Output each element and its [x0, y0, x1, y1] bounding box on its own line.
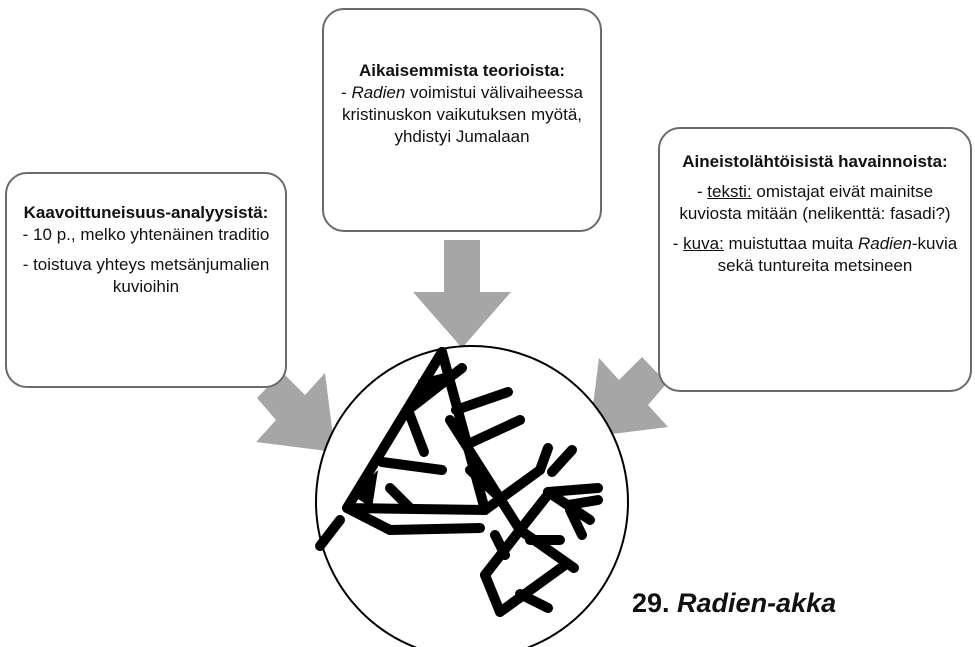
radien-akka-drawing	[315, 347, 603, 617]
theories-rest: voimistui välivaiheessa kristinuskon vai…	[342, 83, 583, 146]
obs2-label: kuva:	[683, 234, 724, 253]
obs1-text: omistajat eivät mainitse kuviosta mitään…	[679, 182, 951, 223]
observations-item-2: - kuva: muistuttaa muita Radien-kuvia se…	[670, 233, 960, 277]
theories-heading: Aikaisemmista teorioista:	[359, 61, 565, 80]
theories-italic: Radien	[351, 83, 406, 102]
analysis-line-1: - 10 p., melko yhtenäinen traditio	[22, 225, 270, 244]
figure-caption: 29. Radien-akka	[632, 588, 836, 619]
theories-text: - Radien voimistui välivaiheessa kristin…	[334, 82, 590, 148]
observations-box: Aineistolähtöisistä havainnoista: - teks…	[658, 127, 972, 392]
caption-number: 29.	[632, 588, 678, 618]
caption-title: Radien-akka	[677, 588, 837, 618]
theories-box: Aikaisemmista teorioista: - Radien voimi…	[322, 8, 602, 232]
obs1-label: teksti:	[707, 182, 752, 201]
arrow-right-down	[256, 372, 335, 452]
obs2-italic: Radien	[857, 234, 912, 253]
analysis-heading: Kaavoittuneisuus-analyysistä:	[23, 203, 269, 222]
obs2-prefix: -	[672, 234, 684, 253]
observations-item-1: - teksti: omistajat eivät mainitse kuvio…	[670, 181, 960, 225]
arrow-left-down	[589, 357, 668, 437]
analysis-line-2: - toistuva yhteys metsänjumalien kuvioih…	[22, 255, 270, 296]
observations-heading: Aineistolähtöisistä havainnoista:	[682, 152, 948, 171]
arrow-down	[413, 240, 511, 348]
obs1-prefix: -	[696, 182, 708, 201]
obs2-text2: -kuvia sekä tuntureita metsineen	[717, 234, 958, 275]
analysis-box: Kaavoittuneisuus-analyysistä: - 10 p., m…	[5, 172, 287, 388]
obs2-text: muistuttaa muita	[723, 234, 858, 253]
theories-prefix: -	[341, 83, 352, 102]
